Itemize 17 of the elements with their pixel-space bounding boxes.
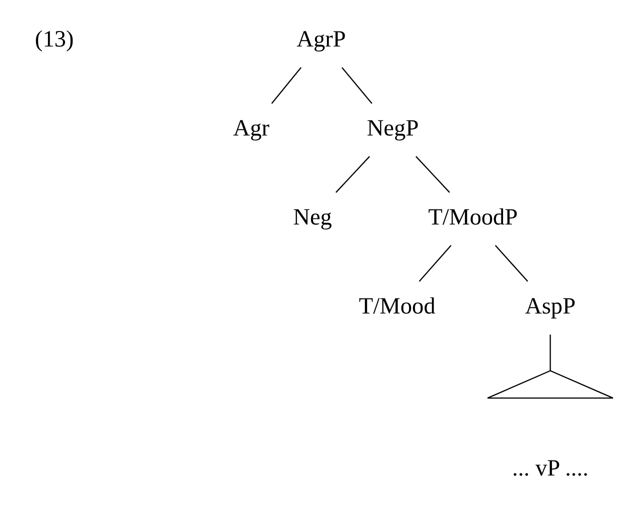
node-text: AgrP <box>296 26 346 52</box>
node-text: Neg <box>293 204 332 230</box>
node-label: ... vP .... <box>512 454 588 481</box>
node-text: NegP <box>366 115 419 142</box>
connector <box>418 244 452 282</box>
node-text: AspP <box>525 293 576 320</box>
connector <box>550 334 551 370</box>
label: (13) <box>34 26 74 52</box>
connector <box>416 156 450 192</box>
node-text: T/Mood <box>358 293 436 320</box>
node-text: T/MoodP <box>428 204 518 230</box>
connector <box>336 156 370 192</box>
node-text: Agr <box>233 115 270 142</box>
connector <box>271 66 302 104</box>
connector <box>494 244 528 282</box>
node-triangle <box>486 370 614 398</box>
connector <box>342 66 372 104</box>
